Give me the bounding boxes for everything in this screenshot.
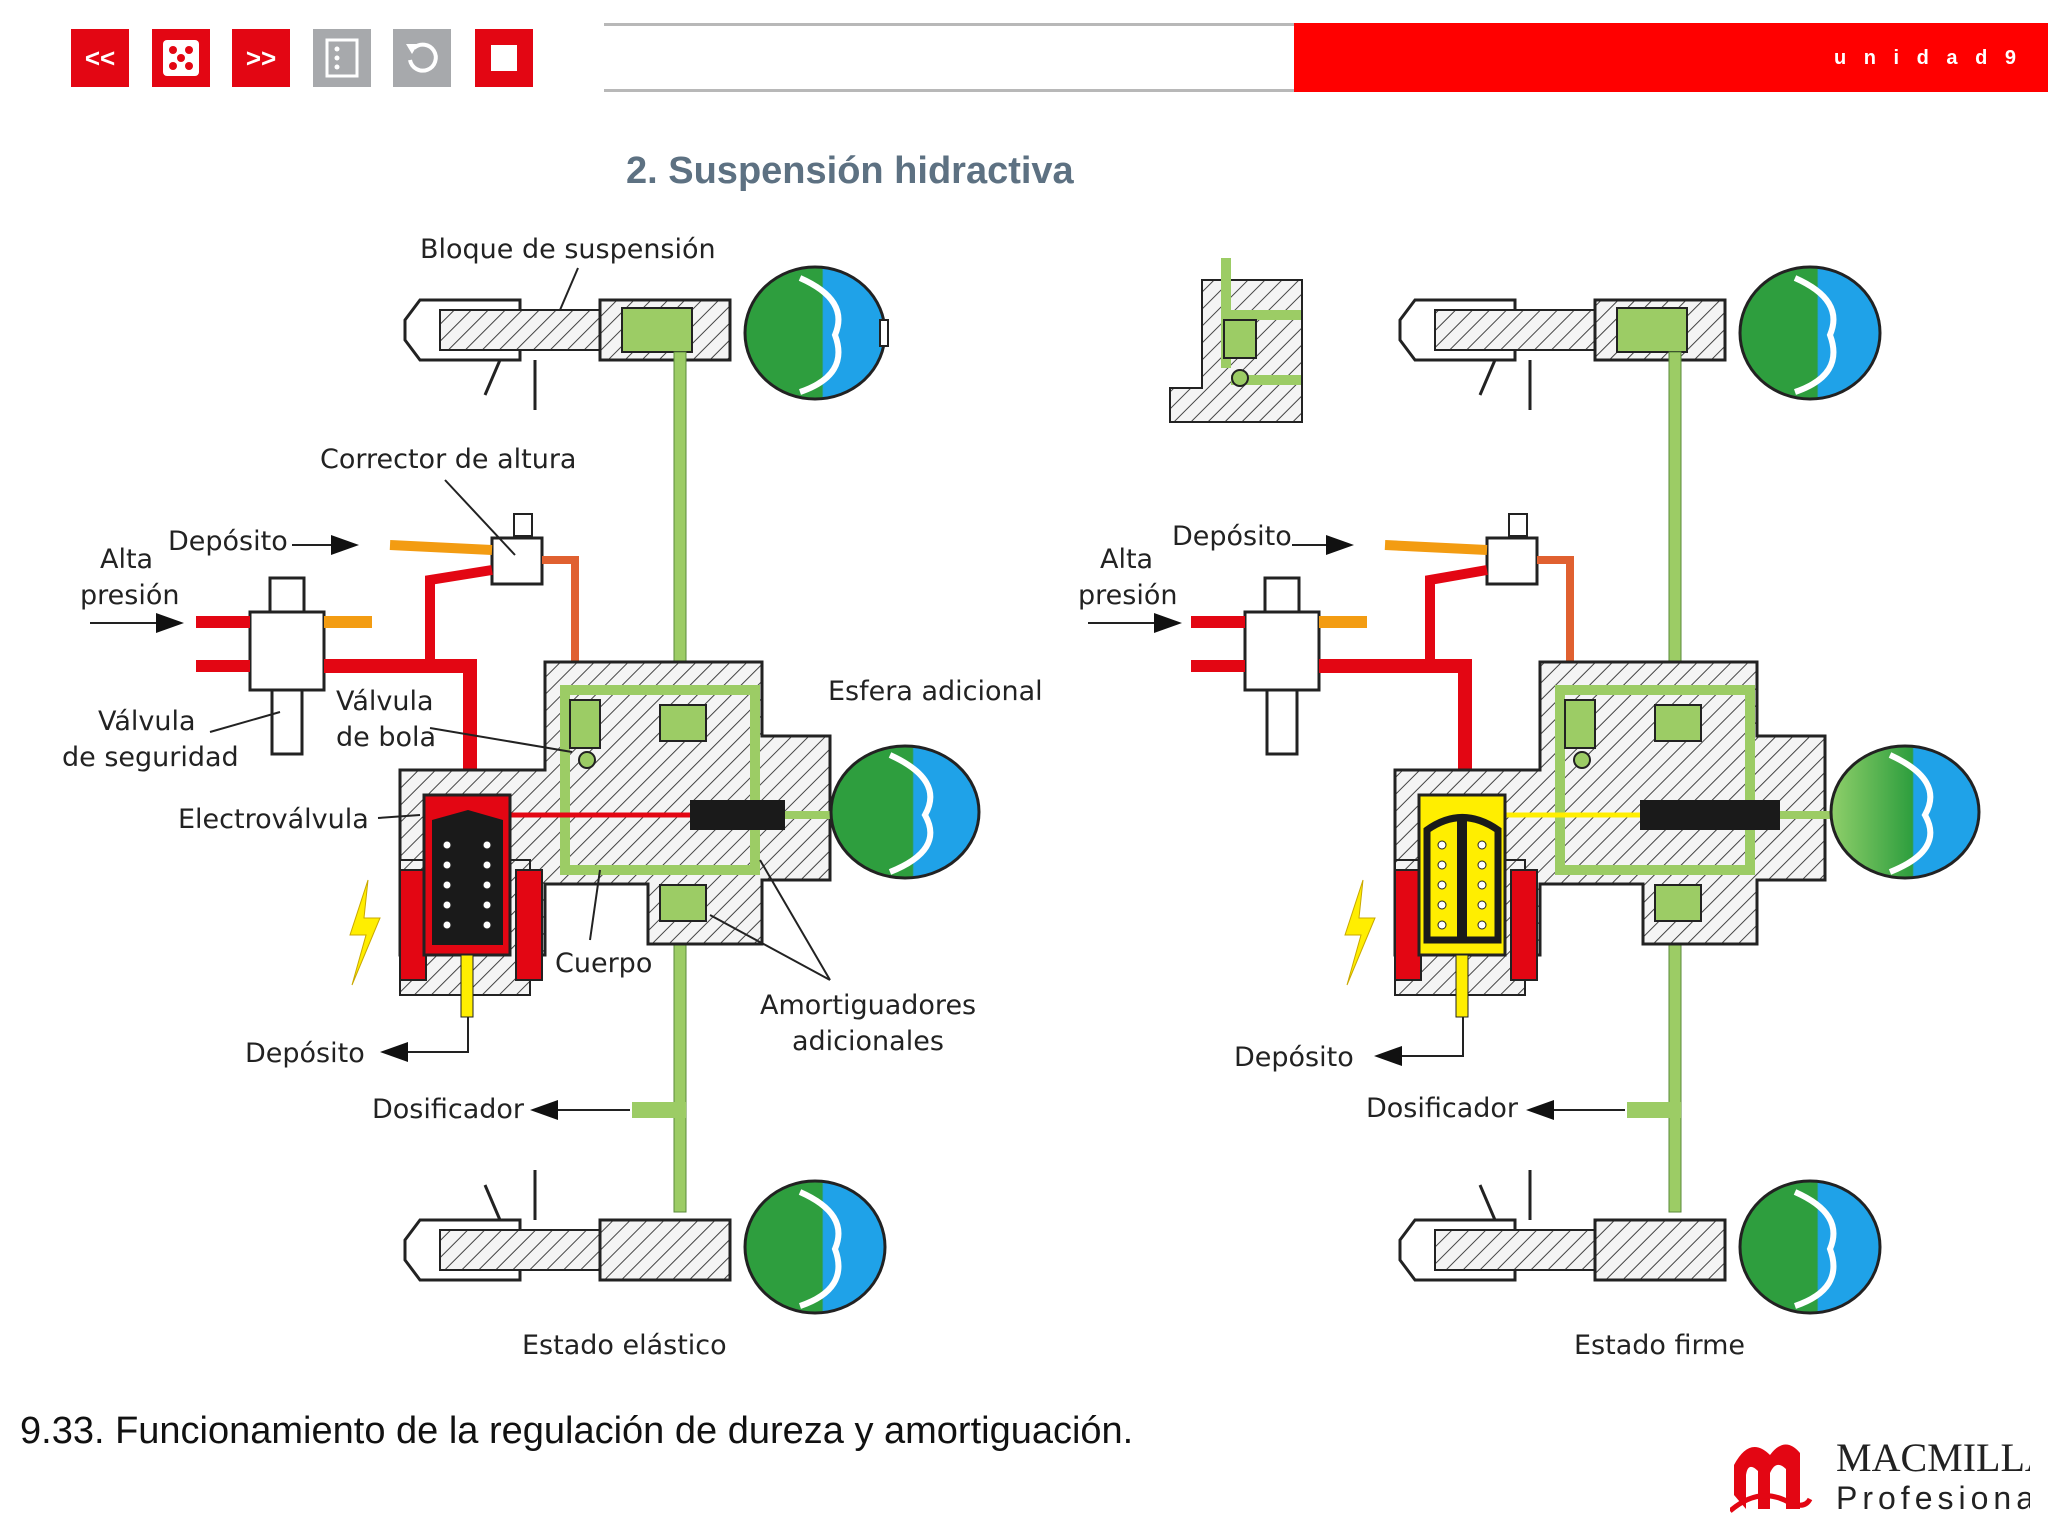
electrovalve-yellow (1344, 793, 1538, 1018)
top-strut (403, 298, 732, 410)
logo-line2: Profesional (1836, 1480, 2030, 1515)
label-estado-firme: Estado firme (1574, 1330, 1745, 1361)
next-label: >> (245, 42, 277, 73)
label-amort2: adicionales (792, 1026, 944, 1057)
menu-button[interactable] (313, 29, 371, 87)
additional-sphere (829, 744, 981, 880)
label-esfera: Esfera adicional (828, 676, 1043, 707)
header-bar (604, 23, 1294, 92)
top-sphere (743, 265, 889, 401)
back-button[interactable] (393, 29, 451, 87)
label-presion-right: presión (1078, 580, 1177, 611)
next-button[interactable]: >> (232, 29, 290, 87)
label-alta: Alta (100, 544, 153, 575)
label-deposito-bottom: Depósito (245, 1038, 365, 1069)
unit-label: u n i d a d 9 (1833, 47, 2022, 69)
label-estado-elastico: Estado elástico (522, 1330, 727, 1361)
macmillan-logo: MACMILLAN Profesional (1730, 1435, 2030, 1515)
label-bloque: Bloque de suspensión (420, 234, 716, 265)
label-dosificador: Dosificador (372, 1094, 525, 1125)
label-cuerpo: Cuerpo (555, 948, 652, 979)
height-corrector-right (1384, 513, 1574, 665)
stop-button[interactable] (475, 29, 533, 87)
label-deposito-top: Depósito (168, 526, 288, 557)
bottom-strut-right (1398, 1170, 1882, 1315)
label-corrector: Corrector de altura (320, 444, 576, 475)
label-valvula-bola-1: Válvula (336, 686, 434, 717)
diagram-elastic: Bloque de suspensión Corrector de altura… (62, 234, 1043, 1361)
safety-valve (196, 576, 477, 800)
logo-line1: MACMILLAN (1836, 1435, 2030, 1480)
height-corrector (389, 513, 579, 665)
label-alta-right: Alta (1100, 544, 1153, 575)
inset-detail (1169, 258, 1303, 423)
label-presion: presión (80, 580, 179, 611)
diagram-firm: Depósito Alta presión Depósito Dosificad… (1078, 258, 1981, 1361)
dice-icon (163, 40, 199, 76)
label-deposito-bottom-right: Depósito (1234, 1042, 1354, 1073)
hydractive-diagram: Bloque de suspensión Corrector de altura… (62, 234, 1981, 1361)
figure-caption: 9.33. Funcionamiento de la regulación de… (20, 1410, 1134, 1452)
top-strut-right (1398, 265, 1882, 410)
label-seguridad: de seguridad (62, 742, 239, 773)
slide-title: 2. Suspensión hidractiva (626, 150, 1074, 192)
safety-valve-right (1191, 576, 1472, 800)
stop-icon (491, 45, 517, 71)
unit-banner: u n i d a d 9 (1294, 23, 2048, 92)
label-deposito-top-right: Depósito (1172, 521, 1292, 552)
additional-sphere-right (1829, 744, 1981, 880)
label-valvula-bola-2: de bola (336, 722, 436, 753)
label-electrovalvula: Electroválvula (178, 804, 369, 835)
list-icon (325, 38, 359, 78)
prev-button[interactable]: << (71, 29, 129, 87)
label-valvula: Válvula (98, 706, 196, 737)
bottom-strut (403, 1170, 887, 1315)
label-amort1: Amortiguadores (760, 990, 976, 1021)
electrovalve-red (349, 793, 543, 1018)
label-dosificador-right: Dosificador (1366, 1093, 1519, 1124)
index-button[interactable] (152, 29, 210, 87)
undo-icon (406, 42, 438, 73)
prev-label: << (84, 42, 116, 73)
